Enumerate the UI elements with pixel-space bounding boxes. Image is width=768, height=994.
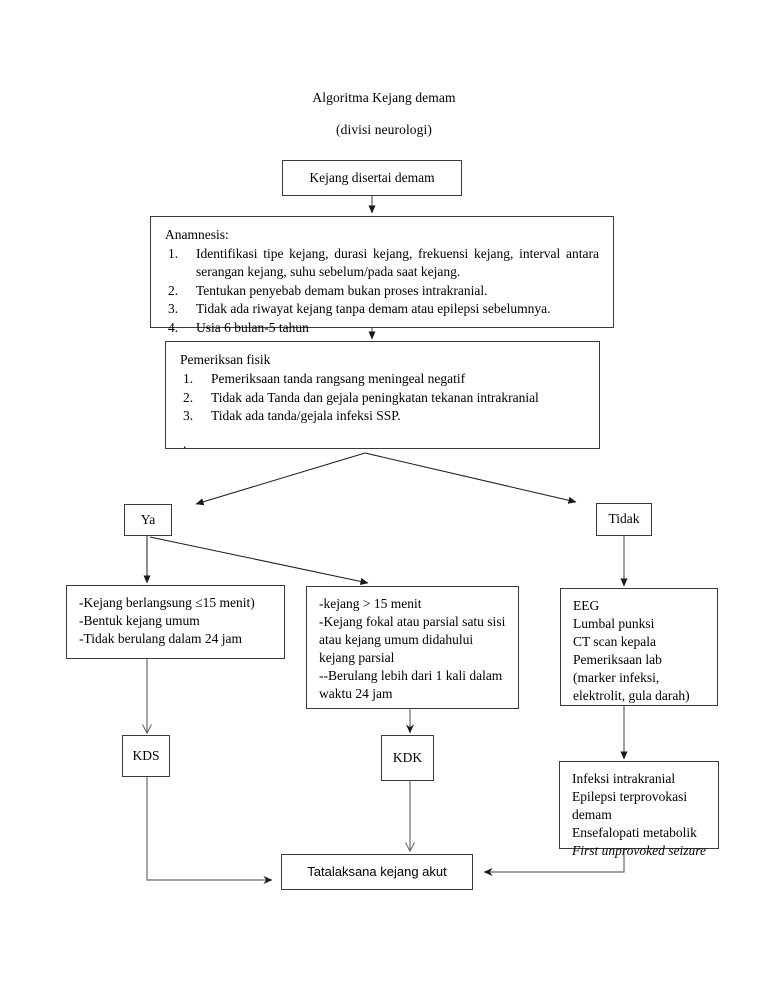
- node-kds: KDS: [122, 735, 170, 777]
- workup-line: CT scan kepala: [573, 634, 656, 650]
- node-start: Kejang disertai demam: [282, 160, 462, 196]
- pemeriksaan-list: 1. Pemeriksaan tanda rangsang meningeal …: [180, 370, 587, 425]
- node-complex-criteria: -kejang > 15 menit -Kejang fokal atau pa…: [306, 586, 519, 709]
- diagnosis-line: Ensefalopati metabolik: [572, 825, 697, 841]
- pemeriksaan-trailing-dot: .: [183, 436, 187, 452]
- node-kds-label: KDS: [132, 747, 160, 763]
- criteria-line: -Bentuk kejang umum: [79, 613, 200, 629]
- connector-kds-to-outcome: [146, 777, 273, 885]
- node-kdk-label: KDK: [392, 749, 423, 765]
- criteria-line: -Tidak berulang dalam 24 jam: [79, 631, 242, 647]
- list-text: Tidak ada tanda/gejala infeksi SSP.: [211, 408, 401, 424]
- node-start-label: Kejang disertai demam: [309, 169, 435, 185]
- list-item: 4. Usia 6 bulan-5 tahun: [165, 319, 601, 337]
- connector-pemeriksaan-to-ya: [195, 452, 366, 506]
- criteria-line: kejang parsial: [319, 650, 395, 666]
- list-text: Usia 6 bulan-5 tahun: [196, 319, 309, 335]
- node-diagnoses: Infeksi intrakranial Epilepsi terprovoka…: [559, 761, 719, 858]
- node-pemeriksaan-fisik: Pemeriksan fisik 1. Pemeriksaan tanda ra…: [165, 341, 600, 451]
- list-text: Pemeriksaan tanda rangsang meningeal neg…: [211, 371, 466, 387]
- page-title: Algoritma Kejang demam: [312, 90, 456, 105]
- list-text: Tentukan penyebab demam bukan proses int…: [196, 282, 488, 298]
- anamnesis-list: 1. Identifikasi tipe kejang, durasi keja…: [165, 245, 601, 337]
- pemeriksaan-heading: Pemeriksan fisik: [180, 352, 271, 367]
- list-marker: 2.: [168, 282, 179, 298]
- criteria-line: -Kejang fokal atau parsial satu sisi: [319, 614, 506, 630]
- node-kdk: KDK: [381, 735, 434, 781]
- connector-pemeriksaan-to-tidak: [364, 452, 577, 504]
- diagnosis-line-italic: First unprovoked seizure: [572, 843, 706, 859]
- list-text: Tidak ada Tanda dan gejala peningkatan t…: [211, 389, 539, 405]
- list-marker: 4.: [168, 319, 179, 335]
- criteria-line: waktu 24 jam: [319, 686, 393, 702]
- diagnosis-line: Infeksi intrakranial: [572, 771, 676, 786]
- list-marker: 2.: [183, 389, 194, 405]
- node-outcome-label: Tatalaksana kejang akut: [307, 864, 447, 880]
- workup-line: Pemeriksaan lab: [573, 652, 662, 668]
- criteria-line: --Berulang lebih dari 1 kali dalam: [319, 668, 503, 684]
- node-tidak: Tidak: [596, 503, 652, 536]
- list-marker: 1.: [183, 371, 194, 387]
- diagnosis-line: Epilepsi terprovokasi: [572, 789, 688, 805]
- list-text: Tidak ada riwayat kejang tanpa demam ata…: [196, 301, 551, 317]
- list-text: Identifikasi tipe kejang, durasi kejang,…: [196, 246, 599, 280]
- workup-line: (marker infeksi,: [573, 670, 660, 686]
- node-anamnesis: Anamnesis: 1. Identifikasi tipe kejang, …: [150, 216, 614, 335]
- list-item: 1. Identifikasi tipe kejang, durasi keja…: [165, 245, 601, 281]
- node-tidak-label: Tidak: [608, 511, 640, 527]
- node-simple-criteria: -Kejang berlangsung ≤15 menit) -Bentuk k…: [66, 585, 285, 659]
- page-subtitle: (divisi neurologi): [336, 122, 432, 137]
- node-workup: EEG Lumbal punksi CT scan kepala Pemerik…: [560, 588, 718, 706]
- workup-line: EEG: [573, 598, 600, 613]
- anamnesis-heading: Anamnesis:: [165, 227, 229, 242]
- list-marker: 3.: [183, 408, 194, 424]
- list-item: 3. Tidak ada tanda/gejala infeksi SSP.: [180, 407, 587, 425]
- node-ya-label: Ya: [140, 511, 156, 527]
- list-item: 1. Pemeriksaan tanda rangsang meningeal …: [180, 370, 587, 388]
- list-item: 2. Tentukan penyebab demam bukan proses …: [165, 282, 601, 300]
- workup-line: elektrolit, gula darah): [573, 688, 690, 704]
- list-marker: 3.: [168, 301, 179, 317]
- diagnosis-line: demam: [572, 807, 612, 823]
- criteria-line: atau kejang umum didahului: [319, 632, 474, 648]
- list-marker: 1.: [168, 246, 179, 262]
- criteria-line: -kejang > 15 menit: [319, 596, 422, 611]
- node-ya: Ya: [124, 504, 172, 536]
- list-item: 3. Tidak ada riwayat kejang tanpa demam …: [165, 300, 601, 318]
- criteria-line: -Kejang berlangsung ≤15 menit): [79, 595, 255, 610]
- connector-ya-to-complex: [149, 536, 369, 585]
- workup-line: Lumbal punksi: [573, 616, 655, 632]
- list-item: 2. Tidak ada Tanda dan gejala peningkata…: [180, 389, 587, 407]
- node-outcome: Tatalaksana kejang akut: [281, 854, 473, 890]
